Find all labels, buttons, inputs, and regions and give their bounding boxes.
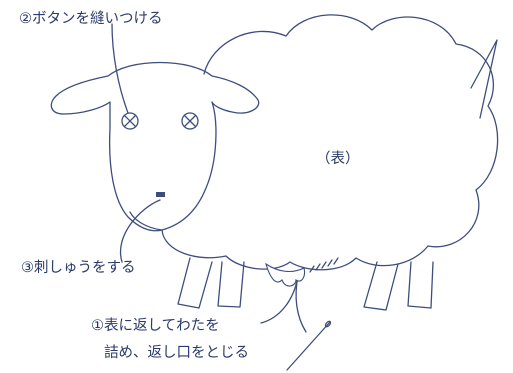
nose-stitch-icon — [156, 192, 165, 197]
closure-stitches — [309, 257, 339, 273]
thread — [295, 275, 307, 333]
leader-line-step2 — [111, 23, 129, 114]
leg-front-right — [217, 261, 245, 308]
leg-back-left — [363, 261, 399, 311]
belly-fluff — [265, 262, 306, 287]
sheep-head-outline — [50, 61, 260, 232]
label-turn-stuff-line2: 詰め、返し口をとじる — [104, 345, 249, 361]
button-icon — [181, 112, 199, 130]
button-icon — [121, 112, 139, 130]
leg-back-right — [407, 261, 434, 309]
label-turn-stuff-line1: ①表に返してわたを — [91, 318, 220, 334]
tail — [470, 39, 498, 119]
leg-front-left — [177, 257, 213, 309]
needle-icon — [286, 321, 331, 371]
label-embroider: ③刺しゅうをする — [21, 260, 136, 276]
label-right-side: （表） — [316, 151, 360, 167]
label-sew-buttons: ②ボタンを縫いつける — [19, 11, 163, 27]
leader-line-step3 — [119, 199, 161, 263]
sheep-body-outline — [129, 14, 499, 271]
